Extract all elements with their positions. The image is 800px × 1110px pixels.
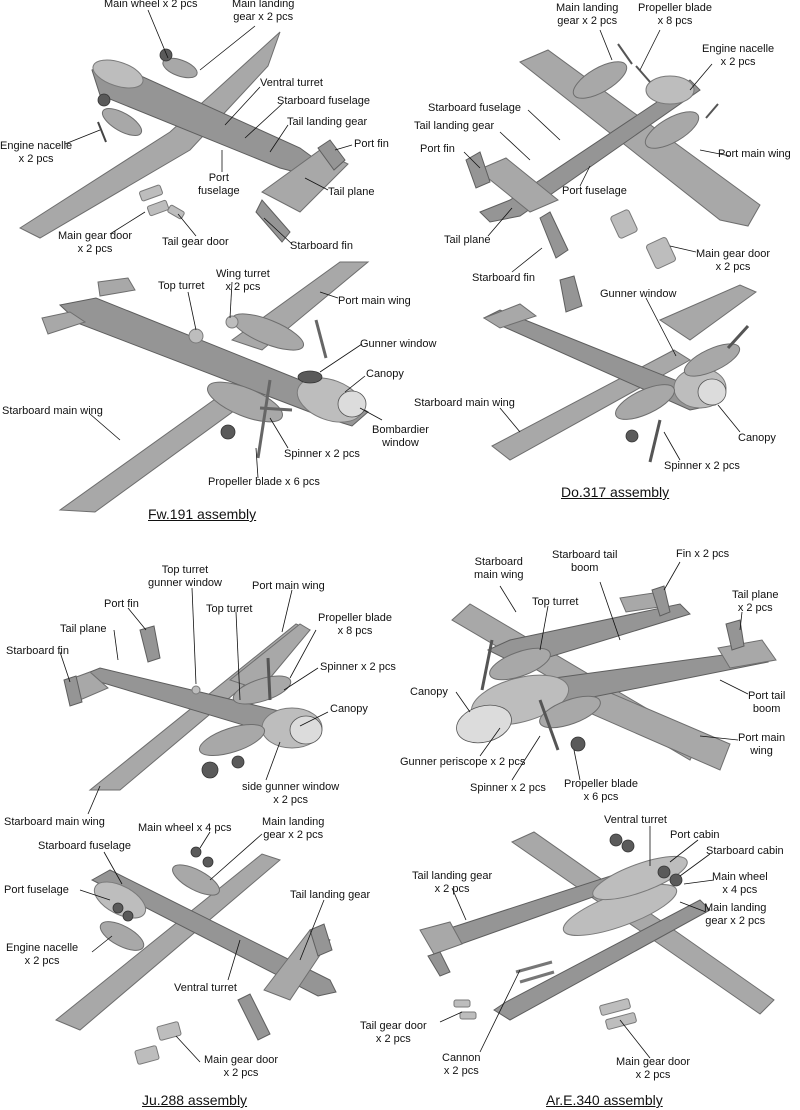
are340a-label-starboard-main-wing: Starboard main wing [474,556,524,581]
are340-label-main-wheel: Main wheel x 4 pcs [712,871,768,896]
fw191a-label-port-main-wing: Port main wing [338,295,411,307]
fw191-label-port-fuselage: Port fuselage [198,172,240,197]
do317-label-tail-landing-gear: Tail landing gear [414,120,495,132]
ju288a-label-starboard-main-wing: Starboard main wing [4,816,105,828]
do317-label-engine-nacelle: Engine nacelle x 2 pcs [702,43,775,68]
ju288-label-main-gear-door: Main gear door x 2 pcs [204,1054,278,1079]
do317-label-port-fin: Port fin [420,143,455,155]
are340-label-main-landing-gear: Main landing gear x 2 pcs [704,902,767,927]
are340-label-port-cabin: Port cabin [670,829,720,841]
do317-label-main-gear-door: Main gear door x 2 pcs [696,248,770,273]
are340-label-ventral-turret: Ventral turret [604,814,667,826]
ju288a-label-canopy: Canopy [330,703,368,715]
fw191-label-engine-nacelle: Engine nacelle x 2 pcs [0,140,73,165]
fw191-label-tail-landing-gear: Tail landing gear [287,116,368,128]
are340-label-tail-landing-gear: Tail landing gear x 2 pcs [412,870,493,895]
fw191a-label-spinner: Spinner x 2 pcs [284,448,360,460]
ju288a-label-tail-plane: Tail plane [60,623,107,635]
are340a-label-top-turret: Top turret [532,596,579,608]
ju288-label-starboard-fuselage: Starboard fuselage [38,840,131,852]
do317-caption: Do.317 assembly [561,484,670,500]
fw191-label-main-wheel: Main wheel x 2 pcs [104,0,198,10]
fw191-caption: Fw.191 assembly [148,506,257,522]
fw191a-label-bombardier-window: Bombardier window [372,424,429,449]
do317-label-port-main-wing: Port main wing [718,148,791,160]
fw191-label-ventral-turret: Ventral turret [260,77,323,89]
are340a-label-port-main-wing: Port main wing [738,732,786,757]
are340-assembled-model [451,585,777,771]
do317-assembled-model [482,275,757,463]
fw191-assembled-model [41,261,370,513]
do317a-label-gunner-window: Gunner window [600,288,677,300]
ju288-parts-model [55,846,337,1065]
do317-label-main-landing-gear: Main landing gear x 2 pcs [556,2,619,27]
ju288-caption: Ju.288 assembly [142,1092,248,1108]
are340a-label-propeller-blade: Propeller blade x 6 pcs [564,778,638,803]
ju288a-label-propeller-blade: Propeller blade x 8 pcs [318,612,392,637]
fw191a-label-propeller-blade: Propeller blade x 6 pcs [208,476,320,488]
fw191-label-starboard-fuselage: Starboard fuselage [277,95,370,107]
are340-label-main-gear-door: Main gear door x 2 pcs [616,1056,690,1081]
ju288-label-tail-landing-gear: Tail landing gear [290,889,371,901]
ju288-assembled-model [63,623,323,791]
fw191a-label-canopy: Canopy [366,368,404,380]
ju288-label-ventral-turret: Ventral turret [174,982,237,994]
fw191a-label-gunner-window: Gunner window [360,338,437,350]
leader-lines [59,9,749,1063]
ju288-label-engine-nacelle: Engine nacelle x 2 pcs [6,942,79,967]
do317a-label-spinner: Spinner x 2 pcs [664,460,740,472]
ju288-label-port-fuselage: Port fuselage [4,884,69,896]
fw191-label-main-landing-gear: Main landing gear x 2 pcs [232,0,295,23]
do317-label-starboard-fin: Starboard fin [472,272,535,284]
ju288a-label-port-fin: Port fin [104,598,139,610]
do317-label-port-fuselage: Port fuselage [562,185,627,197]
do317-label-starboard-fuselage: Starboard fuselage [428,102,521,114]
are340a-label-canopy: Canopy [410,686,448,698]
fw191a-label-starboard-main-wing: Starboard main wing [2,405,103,417]
are340a-label-port-tail-boom: Port tail boom [748,690,786,715]
ju288a-label-top-turret: Top turret [206,603,253,615]
do317a-label-canopy: Canopy [738,432,776,444]
ju288a-label-top-turret-gunner-window: Top turret gunner window [148,564,222,589]
do317a-label-starboard-main-wing: Starboard main wing [414,397,515,409]
are340-label-cannon: Cannon x 2 pcs [442,1052,481,1077]
ju288-label-main-landing-gear: Main landing gear x 2 pcs [262,816,325,841]
fw191a-label-wing-turret: Wing turret x 2 pcs [216,268,270,293]
are340-label-tail-gear-door: Tail gear door x 2 pcs [360,1020,427,1045]
are340a-label-starboard-tail-boom: Starboard tail boom [552,549,618,574]
are340a-label-tail-plane: Tail plane x 2 pcs [732,589,779,614]
fw191-label-port-fin: Port fin [354,138,389,150]
ju288a-label-spinner: Spinner x 2 pcs [320,661,396,673]
ju288-label-main-wheel: Main wheel x 4 pcs [138,822,232,834]
fw191-label-main-gear-door: Main gear door x 2 pcs [58,230,132,255]
ju288a-label-starboard-fin: Starboard fin [6,645,69,657]
do317-label-propeller-blade: Propeller blade x 8 pcs [638,2,712,27]
do317-label-tail-plane: Tail plane [444,234,491,246]
fw191-parts-model [18,31,349,243]
do317-parts-model [465,43,761,269]
fw191-label-tail-gear-door: Tail gear door [162,236,229,248]
are340-label-starboard-cabin: Starboard cabin [706,845,784,857]
are340-caption: Ar.E.340 assembly [546,1092,663,1108]
are340-parts-model [419,831,775,1030]
ju288a-label-port-main-wing: Port main wing [252,580,325,592]
fw191a-label-top-turret: Top turret [158,280,205,292]
fw191-label-starboard-fin: Starboard fin [290,240,353,252]
are340a-label-spinner: Spinner x 2 pcs [470,782,546,794]
are340a-label-fin: Fin x 2 pcs [676,548,730,560]
fw191-label-tail-plane: Tail plane [328,186,375,198]
are340a-label-gunner-periscope: Gunner periscope x 2 pcs [400,756,526,768]
ju288a-label-side-gunner-window: side gunner window x 2 pcs [242,781,340,806]
